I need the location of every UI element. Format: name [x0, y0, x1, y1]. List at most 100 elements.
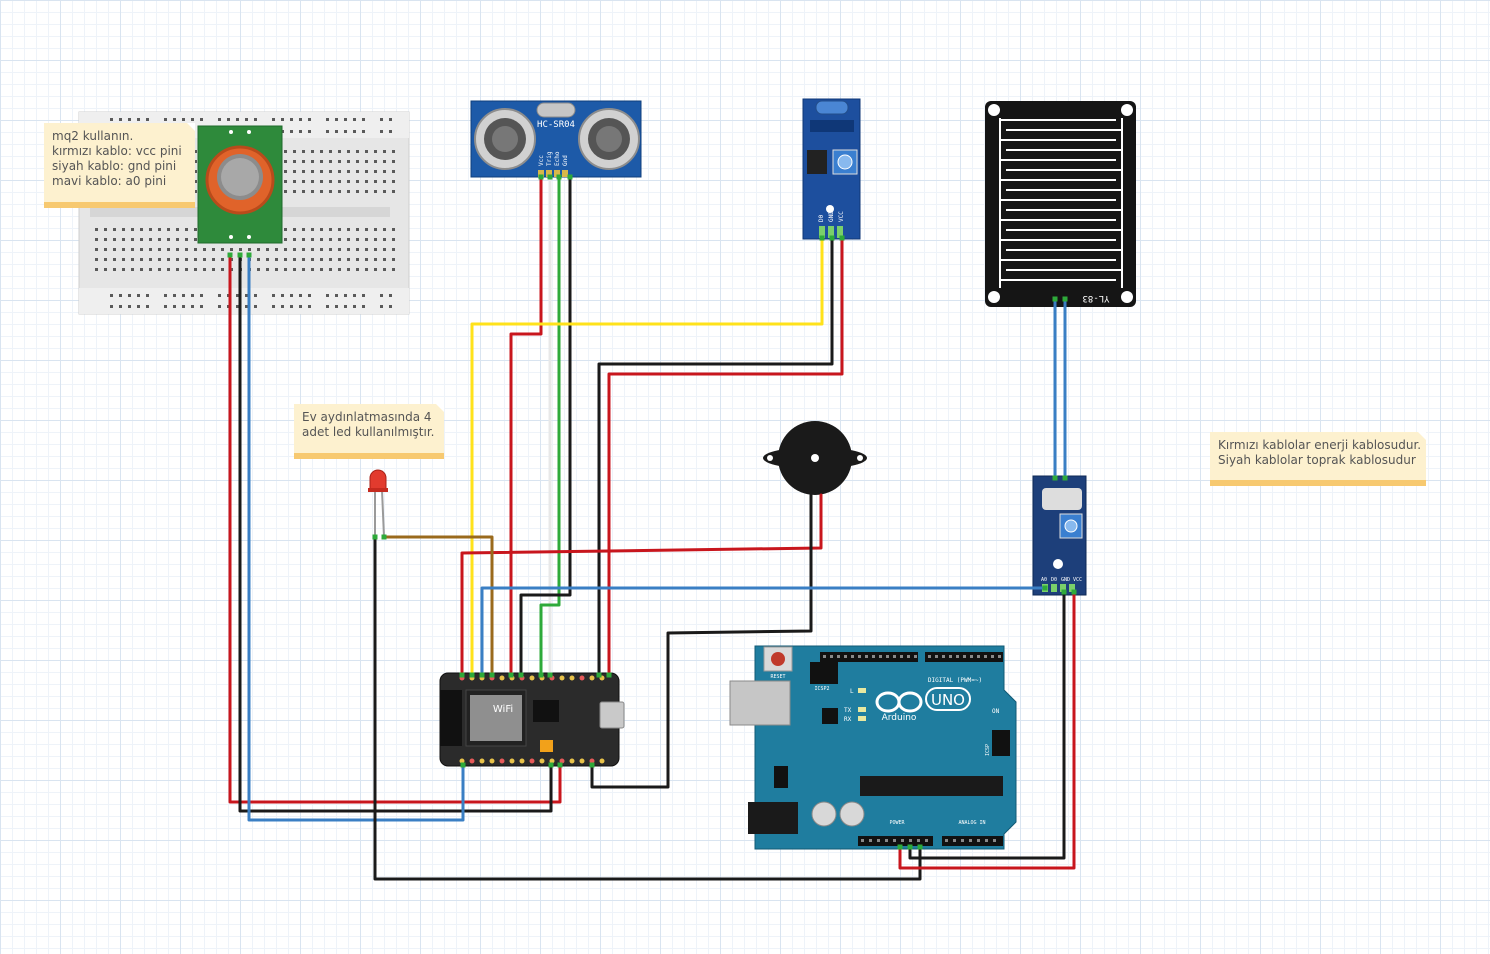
breadboard-hole [356, 160, 359, 163]
breadboard-hole [110, 118, 113, 121]
arduino-pin [925, 839, 928, 842]
arduino-digital-label: DIGITAL (PWM=~) [928, 677, 982, 684]
esp-pin [529, 758, 535, 764]
breadboard-hole [137, 118, 140, 121]
breadboard-hole [131, 228, 134, 231]
breadboard-hole [194, 190, 197, 193]
breadboard-hole [383, 160, 386, 163]
wire-led-anode-brown [382, 535, 494, 677]
breadboard-hole [299, 118, 302, 121]
breadboard-hole [164, 305, 167, 308]
breadboard-hole [131, 248, 134, 251]
breadboard-hole [104, 228, 107, 231]
breadboard-hole [320, 190, 323, 193]
wire-endpoint [469, 672, 475, 678]
breadboard-hole [281, 305, 284, 308]
wire-endpoint [1061, 589, 1067, 595]
wire-endpoint [917, 844, 923, 850]
breadboard-hole [383, 190, 386, 193]
breadboard-hole [272, 294, 275, 297]
wire-endpoint [606, 672, 612, 678]
breadboard-hole [320, 268, 323, 271]
arduino-logo [875, 687, 971, 713]
breadboard-hole [185, 268, 188, 271]
breadboard-hole [311, 258, 314, 261]
esp-pin [549, 758, 555, 764]
breadboard-hole [374, 228, 377, 231]
arduino-pin [869, 839, 872, 842]
breadboard-hole [212, 248, 215, 251]
esp-pin [599, 758, 605, 764]
breadboard-hole [167, 228, 170, 231]
rain-sensor-module: A0 D0 GND VCC [1032, 475, 1087, 596]
breadboard-hole [302, 190, 305, 193]
breadboard-hole [308, 294, 311, 297]
arduino-pin [977, 839, 980, 842]
breadboard-hole [311, 170, 314, 173]
breadboard-hole [311, 180, 314, 183]
note-mq2-line-3: siyah kablo: gnd pini [52, 159, 177, 173]
breadboard-hole [194, 258, 197, 261]
note-led: Ev aydınlatmasında 4 adet led kullanılmı… [294, 404, 444, 459]
arduino-pin [893, 655, 896, 658]
breadboard-hole [329, 150, 332, 153]
breadboard-hole [293, 180, 296, 183]
rain-pin-vcc: VCC [1073, 577, 1082, 583]
breadboard-hole [131, 258, 134, 261]
breadboard-hole [302, 150, 305, 153]
breadboard-hole [245, 305, 248, 308]
breadboard-hole [275, 258, 278, 261]
arduino-pin [886, 655, 889, 658]
arduino-pin [909, 839, 912, 842]
breadboard-hole [245, 294, 248, 297]
breadboard-hole [392, 228, 395, 231]
wire-endpoint [1042, 585, 1048, 591]
breadboard-hole [149, 238, 152, 241]
breadboard-hole [347, 180, 350, 183]
breadboard-hole [344, 305, 347, 308]
breadboard-hole [185, 228, 188, 231]
breadboard-hole [254, 294, 257, 297]
breadboard-hole [293, 268, 296, 271]
breadboard-hole [293, 258, 296, 261]
arduino-uno: RESET ICSP2 DIGITAL (PWM=~) UNO Arduino … [729, 645, 1017, 850]
breadboard-hole [236, 294, 239, 297]
breadboard-hole [356, 268, 359, 271]
arduino-pin [879, 655, 882, 658]
breadboard-hole [284, 238, 287, 241]
breadboard-hole [311, 228, 314, 231]
breadboard-hole [284, 268, 287, 271]
breadboard-hole [176, 248, 179, 251]
breadboard-hole [284, 170, 287, 173]
breadboard-hole [344, 118, 347, 121]
breadboard-hole [95, 228, 98, 231]
breadboard-hole [122, 268, 125, 271]
breadboard-hole [200, 305, 203, 308]
breadboard-hole [383, 268, 386, 271]
breadboard-hole [293, 190, 296, 193]
breadboard-hole [272, 118, 275, 121]
note-led-line-2: adet led kullanılmıştır. [302, 425, 435, 439]
breadboard-hole [302, 180, 305, 183]
breadboard-hole [164, 118, 167, 121]
breadboard-hole [362, 294, 365, 297]
arduino-pin [961, 839, 964, 842]
breadboard-hole [353, 294, 356, 297]
breadboard-hole [329, 228, 332, 231]
wire-endpoint [589, 762, 595, 768]
breadboard-hole [284, 150, 287, 153]
breadboard-hole [146, 305, 149, 308]
esp-pin [589, 675, 595, 681]
breadboard-hole [392, 238, 395, 241]
breadboard-hole [167, 248, 170, 251]
arduino-pin [963, 655, 966, 658]
breadboard-hole [320, 160, 323, 163]
breadboard-hole [329, 170, 332, 173]
breadboard-hole [275, 268, 278, 271]
wires [228, 175, 1076, 881]
breadboard-hole [119, 118, 122, 121]
breadboard-hole [329, 190, 332, 193]
ultrasonic-label: HC-SR04 [537, 120, 575, 130]
wire-endpoint [819, 235, 825, 241]
breadboard-hole [200, 294, 203, 297]
